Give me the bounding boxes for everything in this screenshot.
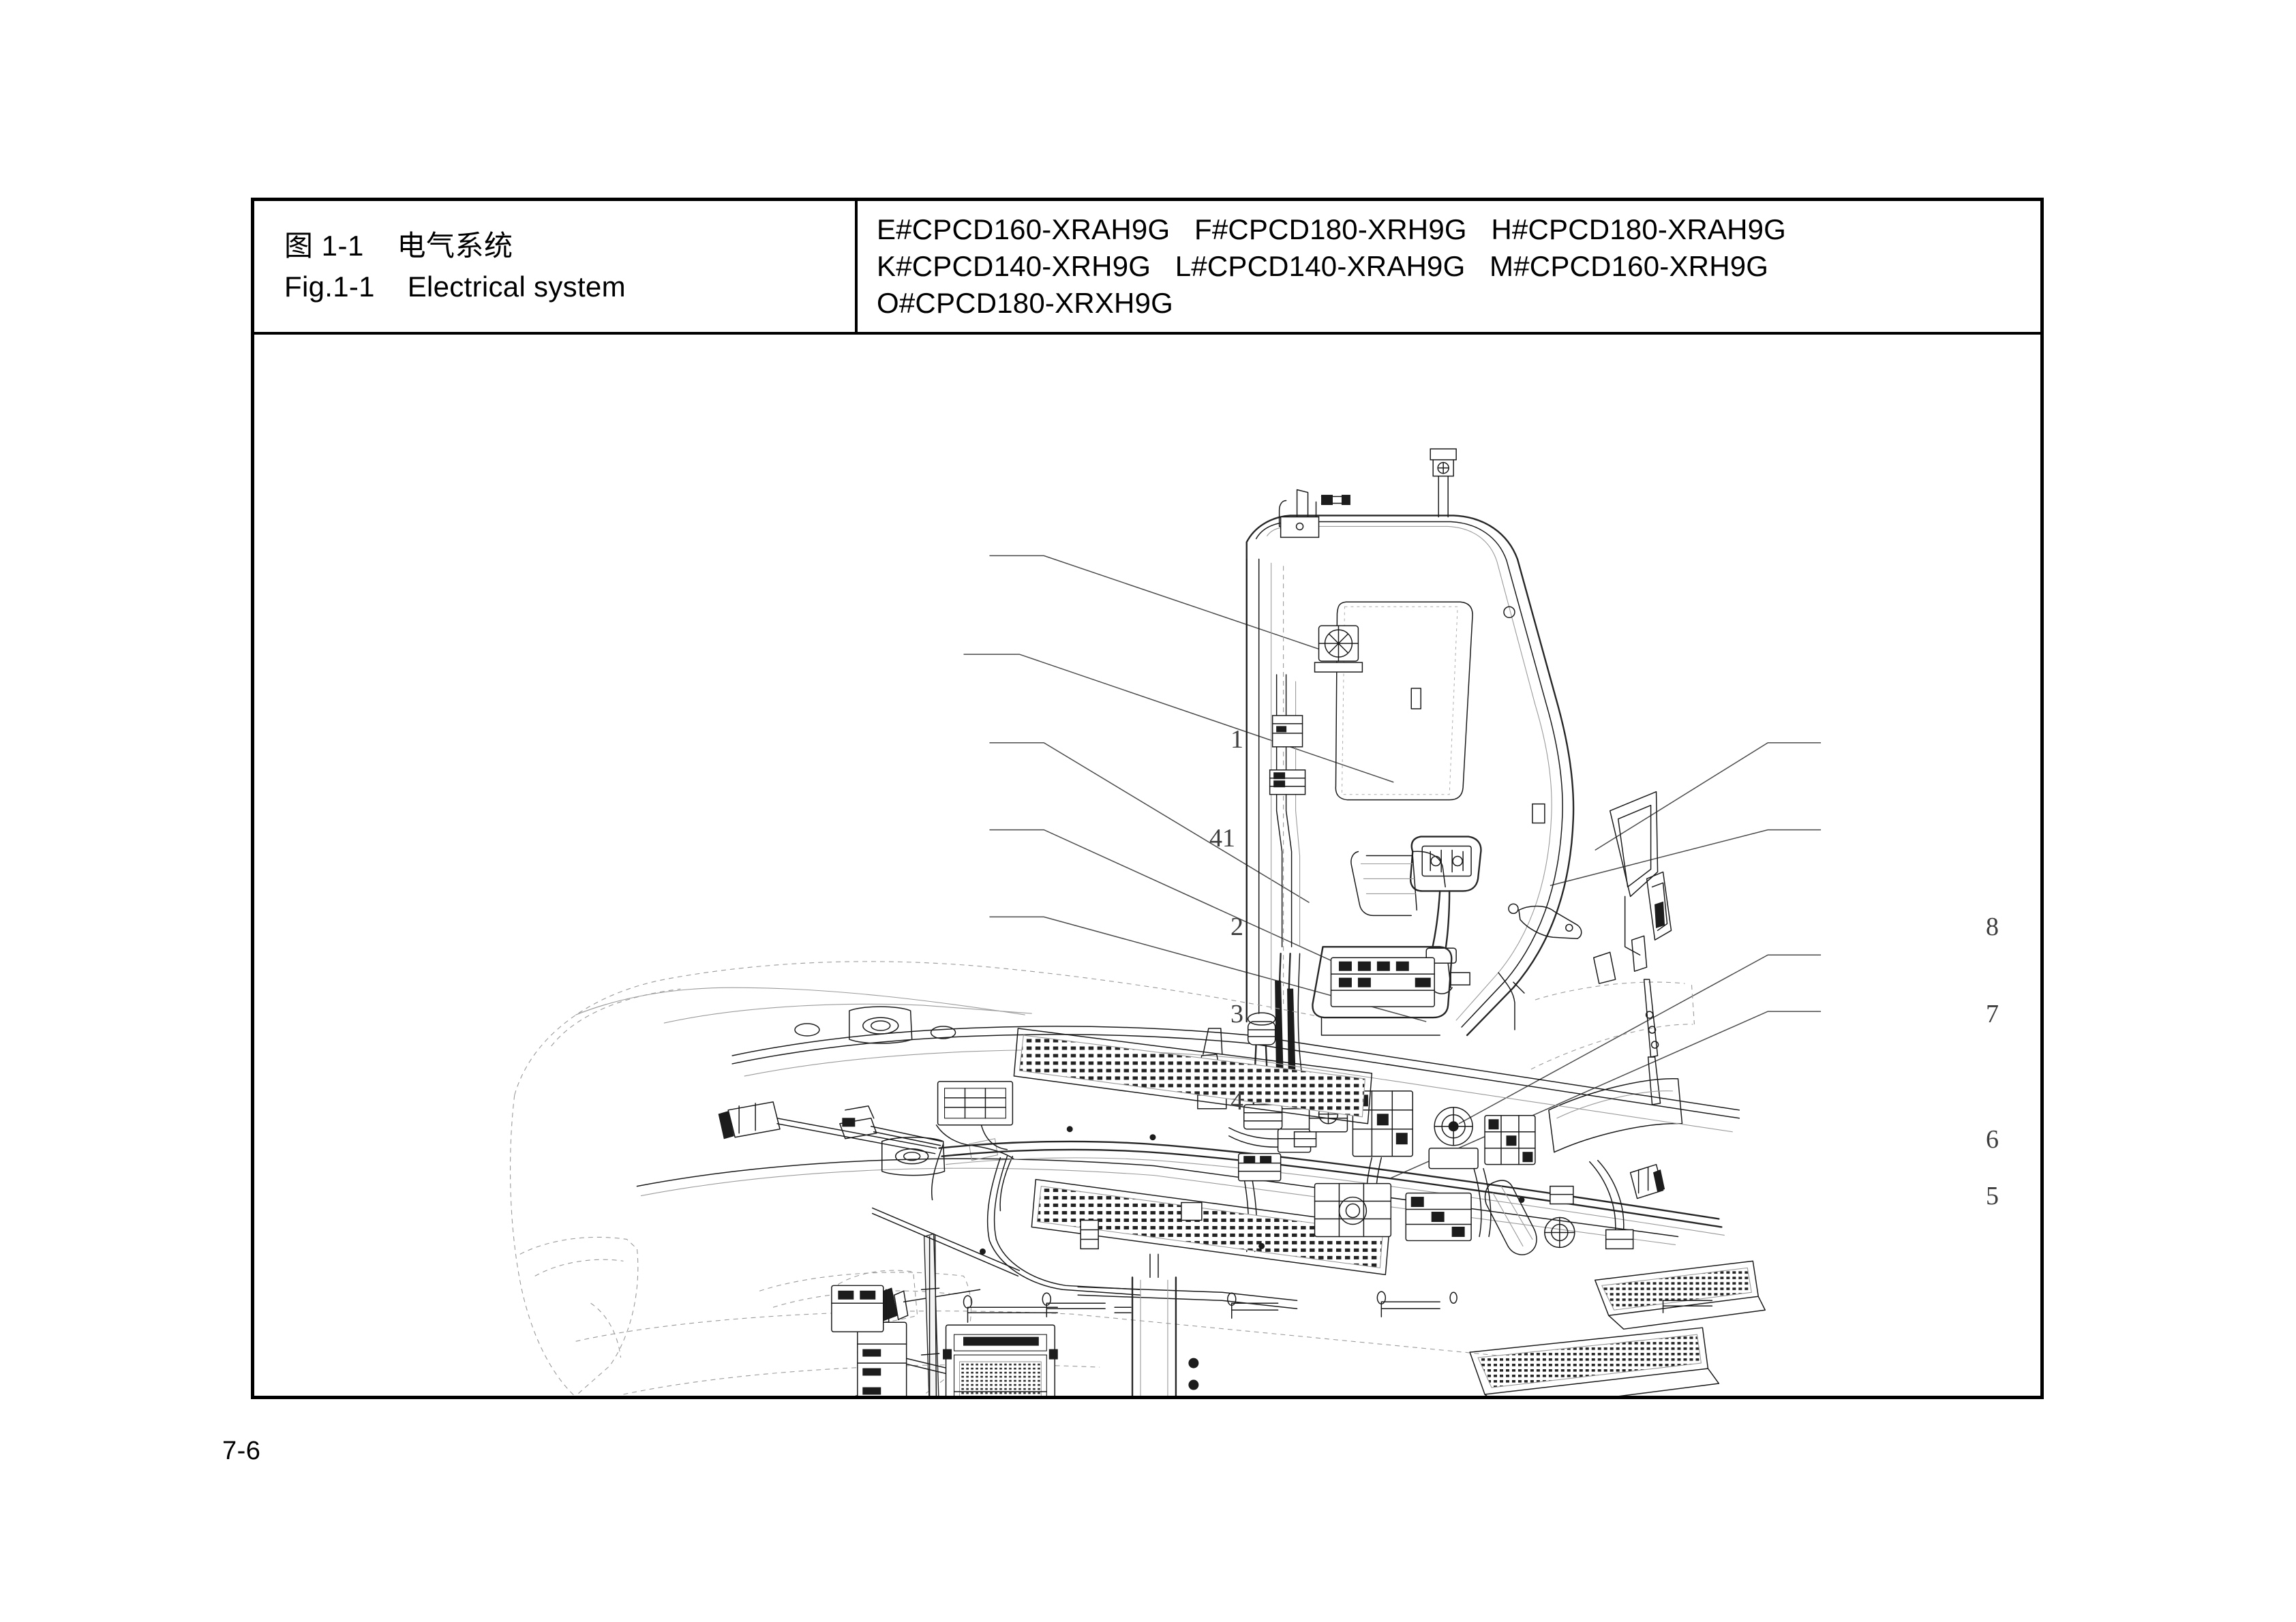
central-wiring-harness	[938, 1140, 1725, 1309]
roof-bracket-left	[1278, 489, 1350, 538]
callout-number-1[interactable]: 1	[1230, 725, 1243, 754]
chassis-body	[510, 961, 1740, 1396]
roof-mast	[1430, 448, 1457, 518]
callout-number-7[interactable]: 7	[1986, 1000, 1999, 1028]
lift-cylinder	[1114, 1253, 1199, 1396]
model-code-row: O#CPCD180-XRXH9G	[877, 286, 1174, 319]
step-grates	[1469, 1260, 1766, 1396]
technical-drawing-area: .s { fill:none; stroke:#1a1a1a; stroke-w…	[254, 335, 2040, 1396]
callout-number-5[interactable]: 5	[1986, 1182, 1999, 1210]
engine-pump-area	[1314, 1180, 1575, 1255]
sheet-header: 图 1-1 电气系统 Fig.1-1 Electrical system E#C…	[254, 201, 2040, 335]
model-code-row: E#CPCD160-XRAH9G F#CPCD180-XRH9G H#CPCD1…	[877, 213, 1787, 246]
rear-guard-panels	[1530, 791, 1695, 1153]
cab-overhead-guard	[1245, 448, 1582, 1110]
callout-number-2[interactable]: 2	[1230, 913, 1243, 941]
model-code-row: K#CPCD140-XRH9G L#CPCD140-XRAH9G M#CPCD1…	[877, 250, 1769, 283]
rear-perforated-panels	[1013, 1028, 1391, 1276]
forklift-electrical-system-drawing: .s { fill:none; stroke:#1a1a1a; stroke-w…	[510, 448, 1822, 1396]
figure-title-cell: 图 1-1 电气系统 Fig.1-1 Electrical system	[254, 201, 858, 332]
callout-number-4[interactable]: 4	[1230, 1087, 1243, 1116]
battery-controller-box	[831, 1285, 1059, 1396]
drawing-sheet-frame: 图 1-1 电气系统 Fig.1-1 Electrical system E#C…	[251, 198, 2044, 1399]
page-number: 7-6	[222, 1437, 261, 1465]
front-left-bracket	[718, 1101, 937, 1154]
cab-pillar-harness	[1269, 674, 1306, 948]
left-fuse-box	[935, 1081, 1015, 1160]
misc-hardware	[979, 1126, 1713, 1319]
callout-number-8[interactable]: 8	[1986, 913, 1999, 941]
figure-title-english: Fig.1-1 Electrical system	[284, 271, 626, 303]
callout-number-41[interactable]: 41	[1209, 824, 1235, 853]
operator-seat	[1350, 851, 1446, 917]
model-codes-cell: E#CPCD160-XRAH9G F#CPCD180-XRH9G H#CPCD1…	[858, 201, 2040, 332]
console-switch-panel	[1312, 946, 1453, 1036]
instrument-cluster	[1410, 836, 1482, 994]
callout-number-6[interactable]: 6	[1986, 1125, 1999, 1154]
figure-title-chinese: 图 1-1 电气系统	[284, 230, 513, 262]
cab-grab-handle	[1518, 905, 1582, 940]
leader-lines-left	[963, 555, 1427, 1022]
callout-number-3[interactable]: 3	[1230, 1000, 1243, 1028]
beacon-unit	[1314, 625, 1363, 673]
